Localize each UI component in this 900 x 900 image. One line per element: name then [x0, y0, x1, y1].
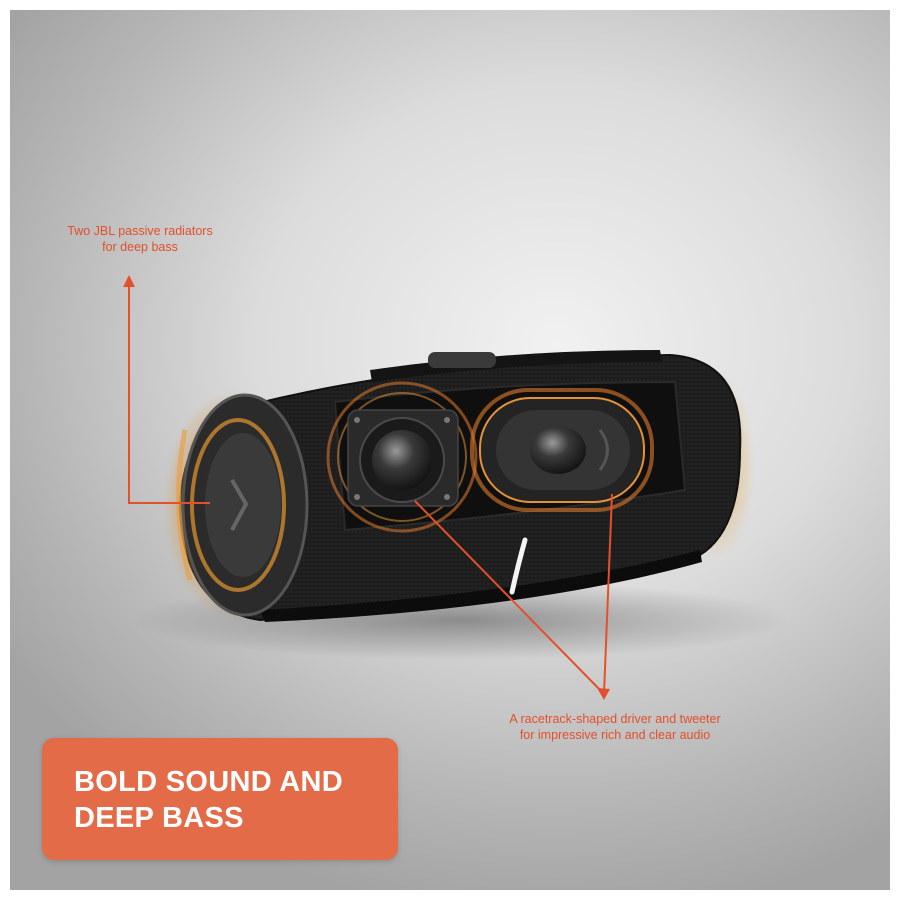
top-button: [428, 352, 496, 368]
driver-annotation-line-1: A racetrack-shaped driver and tweeter: [509, 712, 721, 726]
speaker-illustration: [123, 275, 790, 700]
radiators-annotation-line-2: for deep bass: [102, 240, 178, 254]
callout-arrowheads: [123, 275, 610, 700]
tweeter: [326, 381, 478, 533]
radiators-annotation-line-1: Two JBL passive radiators: [67, 224, 213, 238]
driver-annotation: A racetrack-shaped driver and tweeter fo…: [450, 711, 780, 743]
driver-callout-line: [603, 493, 613, 695]
feature-headline-line-2: DEEP BASS: [74, 802, 244, 834]
radiator-callout-line: [128, 282, 210, 504]
callout-lines: [128, 282, 613, 695]
arrow-up-icon: [123, 275, 135, 287]
passive-radiator-left: [163, 390, 309, 620]
feature-headline-line-1: BOLD SOUND AND: [74, 766, 343, 798]
driver-annotation-line-2: for impressive rich and clear audio: [519, 728, 711, 742]
light-strip: [509, 537, 528, 595]
racetrack-driver: [470, 388, 654, 512]
product-image: Two JBL passive radiators for deep bass …: [10, 10, 890, 890]
arrow-down-icon: [597, 688, 610, 700]
feature-headline: BOLD SOUND AND DEEP BASS: [74, 764, 343, 836]
feature-badge: BOLD SOUND AND DEEP BASS: [42, 738, 398, 860]
radiators-annotation: Two JBL passive radiators for deep bass: [40, 223, 240, 255]
tweeter-callout-line: [414, 500, 605, 695]
